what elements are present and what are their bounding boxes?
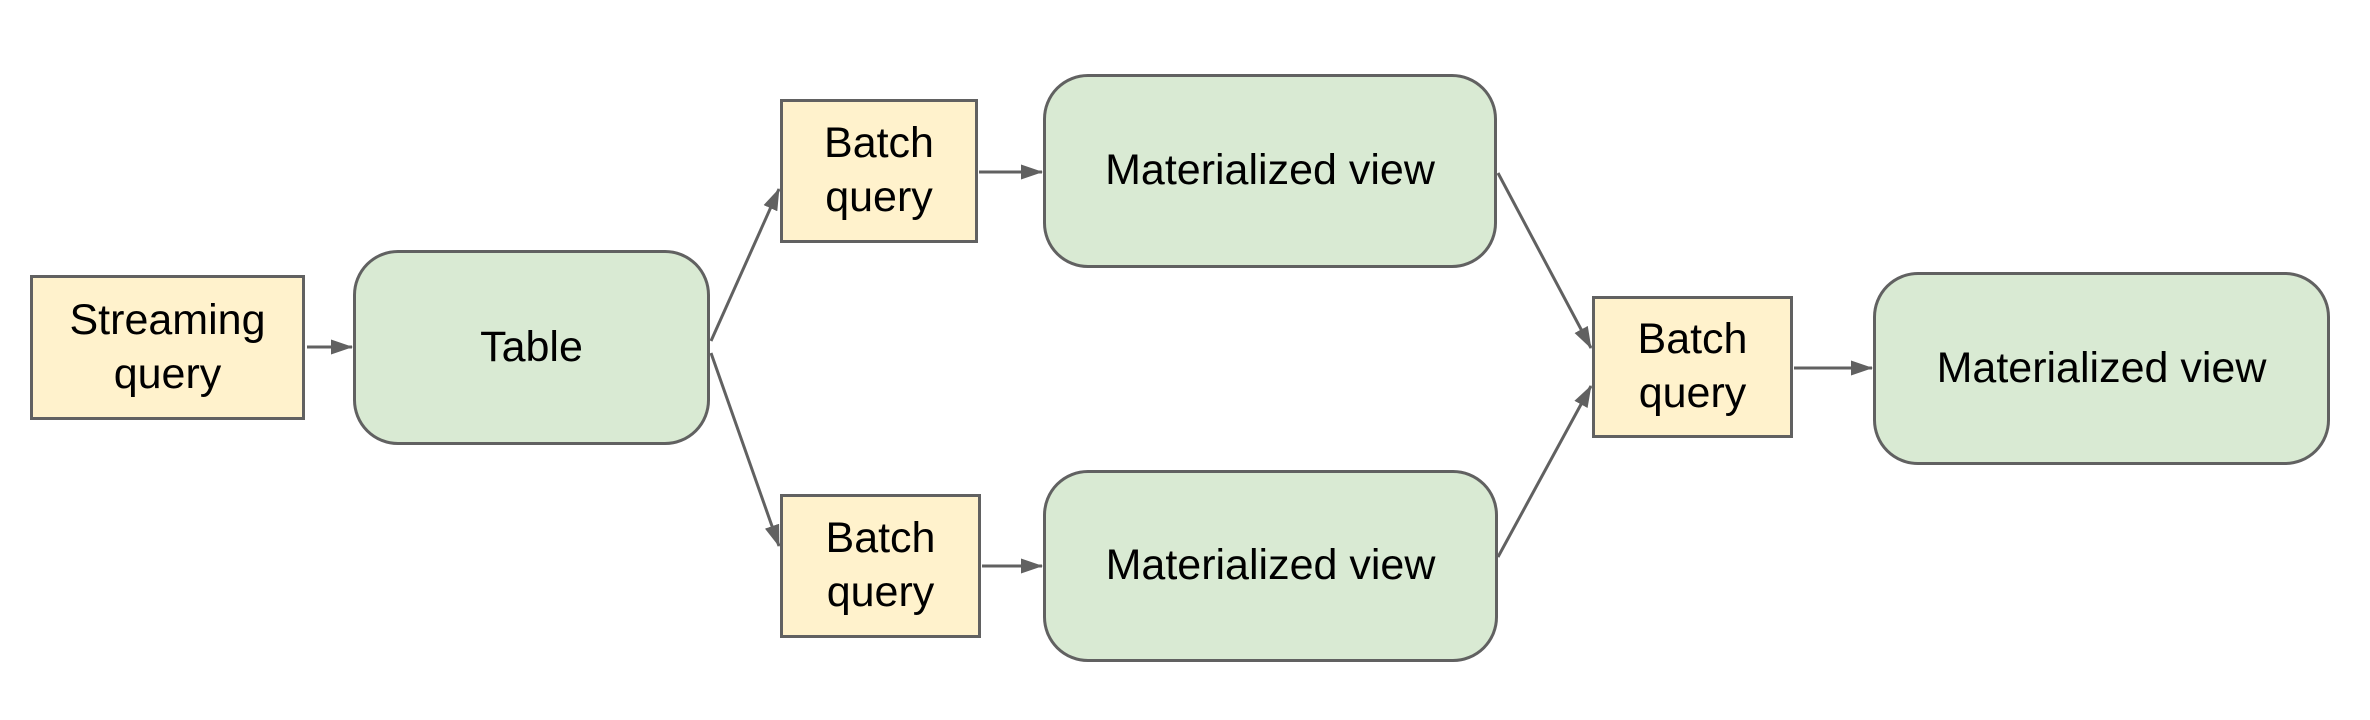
node-table-label: Table [480, 322, 583, 371]
node-batch-query-bottom: Batch query [780, 494, 981, 638]
node-materialized-view-bottom-label: Materialized view [1105, 541, 1436, 590]
arrow-mv-bottom-to-batch-final [1496, 385, 1593, 558]
node-batch-query-top-label: Batch query [824, 119, 934, 221]
arrow-table-to-batch-bottom [709, 352, 781, 547]
node-batch-query-final-label: Batch query [1637, 315, 1748, 417]
node-materialized-view-final: Materialized view [1873, 272, 2330, 465]
node-materialized-view-top: Materialized view [1043, 74, 1497, 268]
arrow-table-to-batch-top [709, 188, 781, 342]
node-table: Table [353, 250, 710, 445]
node-streaming-query-label: Streaming query [69, 295, 266, 398]
arrow-mv-top-to-batch-final [1496, 172, 1593, 349]
node-batch-query-top: Batch query [780, 99, 978, 243]
node-materialized-view-top-label: Materialized view [1105, 146, 1435, 195]
node-materialized-view-final-label: Materialized view [1936, 343, 2267, 392]
node-batch-query-final: Batch query [1592, 296, 1793, 438]
node-batch-query-bottom-label: Batch query [825, 514, 936, 616]
node-materialized-view-bottom: Materialized view [1043, 470, 1498, 662]
node-streaming-query: Streaming query [30, 275, 305, 420]
